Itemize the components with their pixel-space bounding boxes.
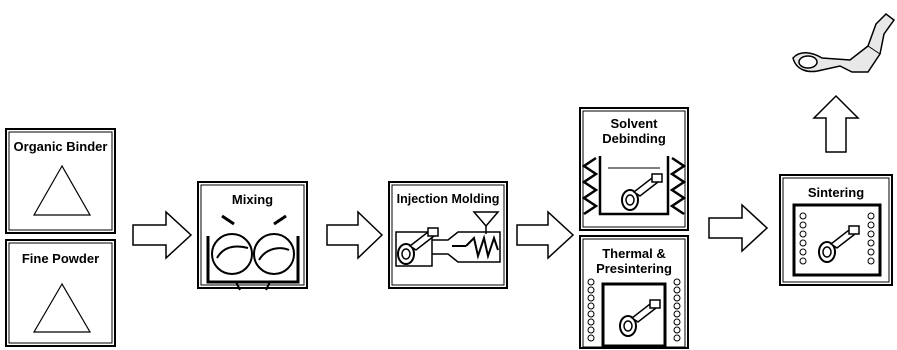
mixing-rollers-icon — [206, 214, 300, 291]
heating-coil-icon — [581, 156, 687, 216]
solvent-debinding-box — [579, 107, 689, 231]
thermal-presintering-box — [579, 235, 689, 349]
heating-coil-icon — [587, 278, 681, 342]
heating-coil-icon — [799, 212, 875, 265]
sintering-label: Sintering — [807, 185, 865, 200]
fine-powder-box — [5, 239, 116, 347]
flow-arrow — [326, 210, 384, 260]
triangle-icon — [32, 282, 92, 333]
flow-arrow — [516, 210, 575, 260]
injection-molding-label: Injection Molding — [396, 192, 500, 206]
organic-binder-label: Organic Binder — [13, 139, 108, 154]
triangle-icon — [32, 164, 92, 216]
solvent-debinding-label: Solvent Debinding — [602, 116, 666, 146]
flow-arrow — [708, 203, 769, 253]
sintering-box — [779, 174, 893, 286]
flow-arrow — [132, 210, 193, 260]
injection-molding-box — [388, 181, 508, 289]
thermal-presintering-label: Thermal & Presintering — [596, 246, 672, 276]
final-part-icon — [792, 13, 896, 73]
fine-powder-label: Fine Powder — [21, 251, 100, 266]
organic-binder-box — [5, 128, 116, 234]
mixing-label: Mixing — [231, 192, 274, 207]
mixing-box — [197, 181, 308, 291]
injection-screw-icon — [395, 211, 501, 267]
up-arrow-icon — [812, 94, 860, 153]
